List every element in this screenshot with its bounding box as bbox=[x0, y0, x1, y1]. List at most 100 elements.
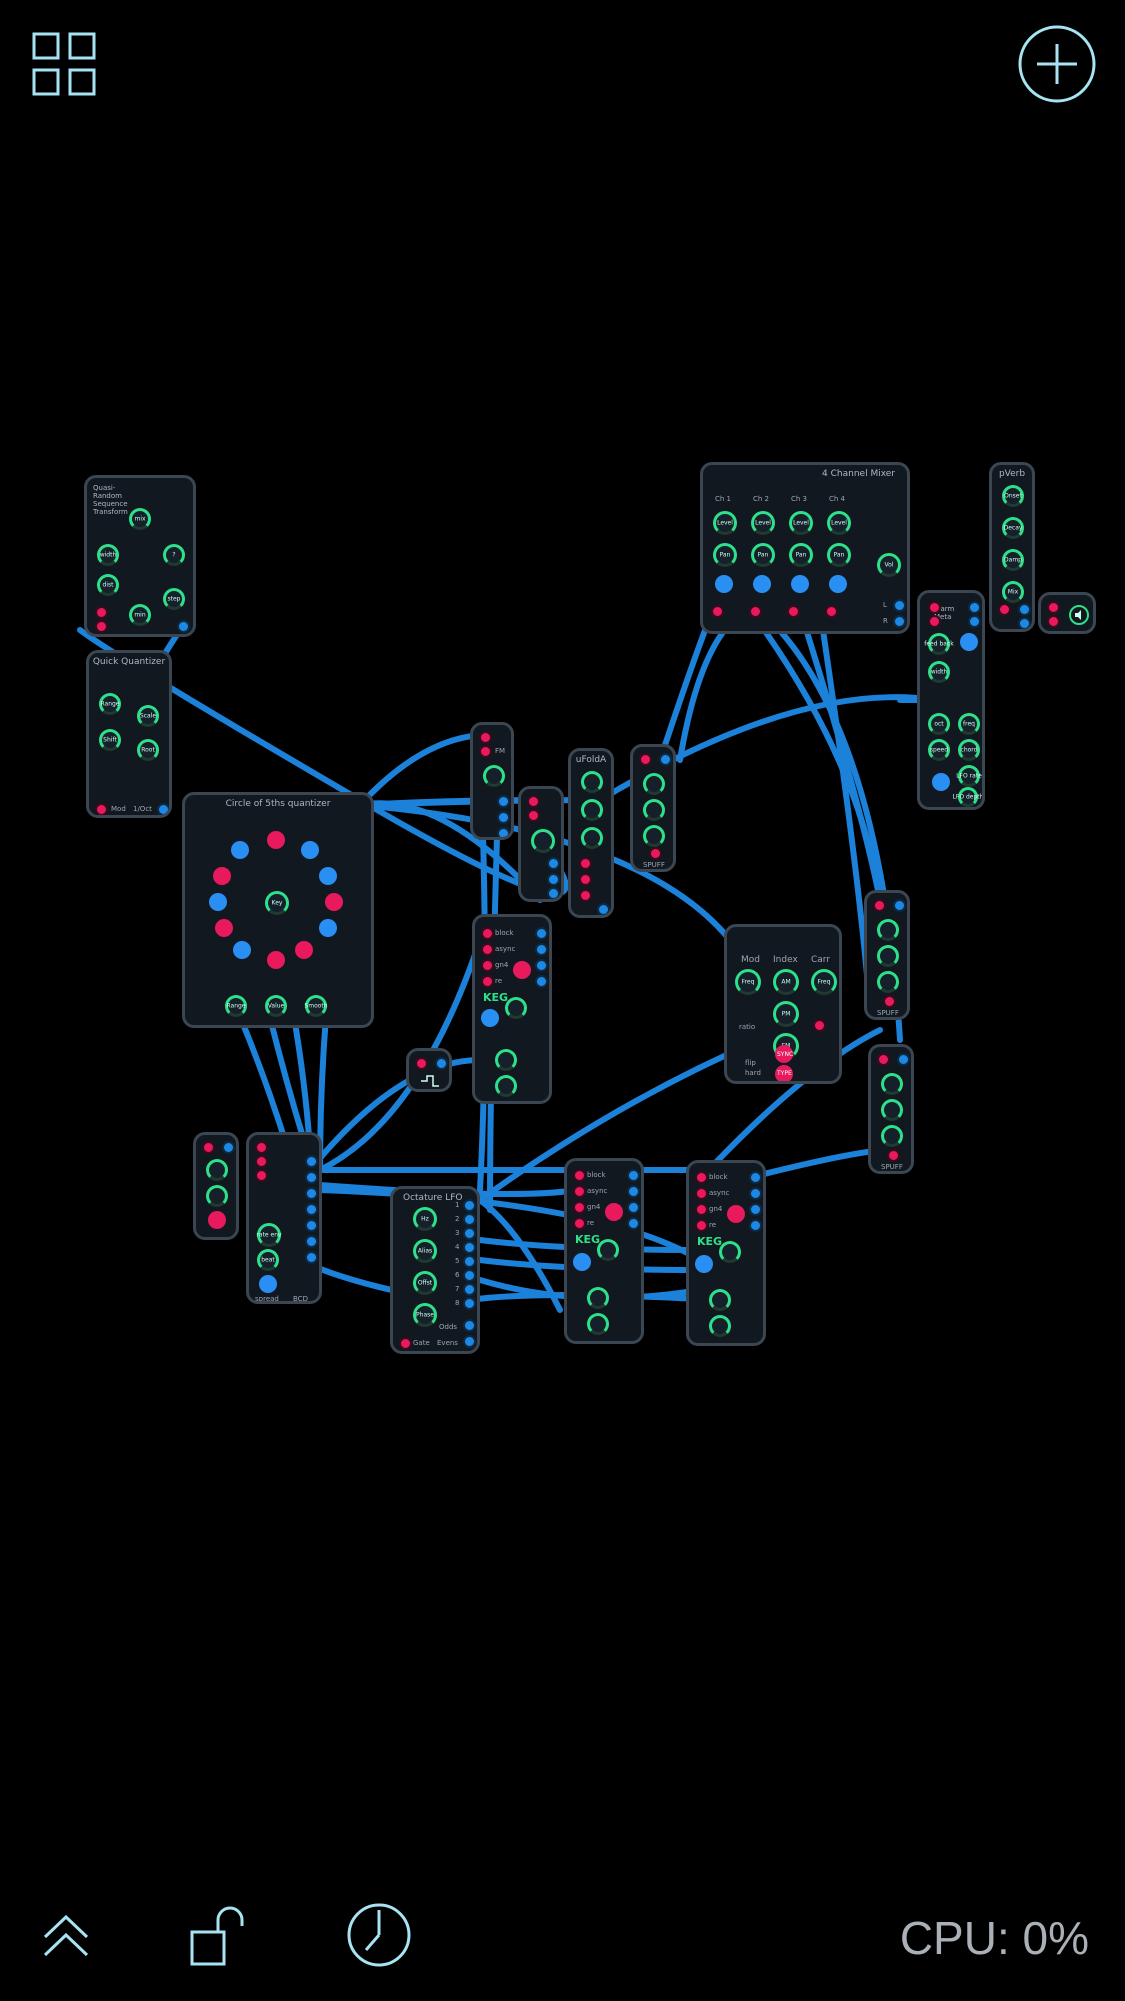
knob-reso[interactable] bbox=[643, 799, 665, 821]
knob-level-3[interactable]: Level bbox=[789, 511, 813, 535]
module-svf-2[interactable]: SPUFF bbox=[864, 890, 910, 1020]
jack-input[interactable] bbox=[695, 1171, 708, 1184]
jack-out-l[interactable] bbox=[893, 599, 906, 612]
jack-output[interactable] bbox=[1018, 617, 1031, 629]
knob-hz[interactable]: Hz bbox=[413, 1207, 437, 1231]
note-button[interactable] bbox=[215, 919, 233, 937]
jack-output[interactable] bbox=[535, 959, 548, 972]
jack-input[interactable] bbox=[255, 1155, 268, 1168]
knob-pan-1[interactable]: Pan bbox=[713, 543, 737, 567]
jack-output[interactable] bbox=[968, 601, 981, 614]
note-button[interactable] bbox=[295, 941, 313, 959]
module-trigger[interactable] bbox=[193, 1132, 239, 1240]
jack-input[interactable] bbox=[695, 1219, 708, 1232]
jack-input[interactable] bbox=[202, 1141, 215, 1154]
module-octature-lfo[interactable]: Octature LFO Hz Alias Offst Phase 1 2 3 … bbox=[390, 1186, 480, 1354]
jack-input[interactable] bbox=[573, 1201, 586, 1214]
knob-oct[interactable]: oct bbox=[928, 713, 950, 735]
jack-output[interactable] bbox=[893, 899, 906, 912]
knob-cutoff[interactable] bbox=[643, 773, 665, 795]
jack-input[interactable] bbox=[573, 1185, 586, 1198]
module-bcd-sequencer[interactable]: rate env beat spread BCD bbox=[246, 1132, 322, 1304]
jack-input[interactable] bbox=[527, 795, 540, 808]
knob-level-1[interactable]: Level bbox=[713, 511, 737, 535]
knob-a[interactable] bbox=[581, 771, 603, 793]
jack-output[interactable] bbox=[305, 1219, 318, 1232]
knob-step[interactable]: step bbox=[163, 588, 185, 610]
module-circle-of-fifths[interactable]: Circle of 5ths quantizer Key Range Value… bbox=[182, 792, 374, 1028]
module-vco[interactable] bbox=[518, 786, 564, 902]
jack-input[interactable] bbox=[825, 605, 838, 618]
jack-input[interactable] bbox=[887, 1149, 900, 1162]
knob-mix[interactable]: mix bbox=[129, 508, 151, 530]
jack-output[interactable] bbox=[749, 1203, 762, 1216]
jack-input[interactable] bbox=[883, 995, 896, 1008]
jack-input[interactable] bbox=[255, 1169, 268, 1182]
spread-button[interactable] bbox=[259, 1275, 277, 1293]
jack-input[interactable] bbox=[787, 605, 800, 618]
jack-input-l[interactable] bbox=[1047, 601, 1060, 614]
jack-input[interactable] bbox=[527, 809, 540, 822]
jack-input[interactable] bbox=[695, 1203, 708, 1216]
knob-root[interactable]: Root bbox=[137, 739, 159, 761]
knob-width[interactable]: width bbox=[928, 661, 950, 683]
jack-output[interactable] bbox=[497, 827, 510, 837]
jack-input[interactable] bbox=[579, 857, 592, 870]
module-keg-3[interactable]: block async gn4 re KEG bbox=[686, 1160, 766, 1346]
jack-output[interactable] bbox=[463, 1241, 476, 1254]
jack-output[interactable] bbox=[535, 975, 548, 988]
jack-output[interactable] bbox=[659, 753, 672, 766]
knob-am[interactable]: AM bbox=[773, 969, 799, 995]
knob-attack[interactable] bbox=[597, 1239, 619, 1261]
jack-input[interactable] bbox=[481, 975, 494, 988]
jack-input[interactable] bbox=[749, 605, 762, 618]
jack-output[interactable] bbox=[627, 1185, 640, 1198]
jack-output[interactable] bbox=[497, 811, 510, 824]
knob-level-2[interactable]: Level bbox=[751, 511, 775, 535]
mode-button[interactable] bbox=[481, 1009, 499, 1027]
knob-pan-2[interactable]: Pan bbox=[751, 543, 775, 567]
knob-feedback[interactable]: feed back bbox=[924, 633, 954, 655]
knob-decay[interactable] bbox=[587, 1287, 609, 1309]
knob-question[interactable]: ? bbox=[163, 544, 185, 566]
knob-mod-freq[interactable]: Freq bbox=[735, 969, 761, 995]
knob-release[interactable] bbox=[495, 1075, 517, 1097]
mode-button[interactable] bbox=[695, 1255, 713, 1273]
knob-dist[interactable]: dist bbox=[97, 574, 119, 596]
knob-freq[interactable]: freq bbox=[958, 713, 980, 735]
knob-cutoff[interactable] bbox=[877, 919, 899, 941]
module-pverb[interactable]: pVerb Onset Decay Damp Mix bbox=[989, 462, 1035, 632]
trigger-button[interactable] bbox=[513, 961, 531, 979]
jack-output[interactable] bbox=[627, 1201, 640, 1214]
knob-c[interactable] bbox=[581, 827, 603, 849]
knob-range[interactable]: Range bbox=[225, 995, 247, 1017]
jack-output[interactable] bbox=[463, 1213, 476, 1226]
knob-offset[interactable]: Offst bbox=[413, 1271, 437, 1295]
knob-mix[interactable]: Mix bbox=[1002, 581, 1024, 603]
jack-output[interactable] bbox=[749, 1171, 762, 1184]
module-sine[interactable] bbox=[406, 1048, 452, 1092]
knob-width[interactable]: width bbox=[97, 544, 119, 566]
knob-decay[interactable] bbox=[495, 1049, 517, 1071]
knob-freq[interactable] bbox=[483, 765, 505, 787]
mute-button-3[interactable] bbox=[791, 575, 809, 593]
jack-output[interactable] bbox=[749, 1219, 762, 1232]
jack-output[interactable] bbox=[597, 903, 610, 915]
knob-key[interactable]: Key bbox=[265, 891, 289, 915]
jack-evens[interactable] bbox=[463, 1335, 476, 1348]
knob-decay[interactable] bbox=[709, 1289, 731, 1311]
jack-input[interactable] bbox=[95, 620, 108, 633]
jack-input[interactable] bbox=[415, 1057, 428, 1070]
jack-output[interactable] bbox=[463, 1199, 476, 1212]
jack-input[interactable] bbox=[928, 615, 941, 628]
jack-output[interactable] bbox=[157, 803, 169, 815]
module-ufold[interactable]: uFoldA bbox=[568, 748, 614, 918]
note-button[interactable] bbox=[319, 867, 337, 885]
knob-onset[interactable]: Onset bbox=[1002, 485, 1024, 507]
jack-output[interactable] bbox=[305, 1235, 318, 1248]
module-svf-3[interactable]: SPUFF bbox=[868, 1044, 914, 1174]
knob-reso[interactable] bbox=[877, 945, 899, 967]
knob-phase[interactable]: Phase bbox=[413, 1303, 437, 1327]
jack-output[interactable] bbox=[749, 1187, 762, 1200]
jack-input[interactable] bbox=[255, 1141, 268, 1154]
